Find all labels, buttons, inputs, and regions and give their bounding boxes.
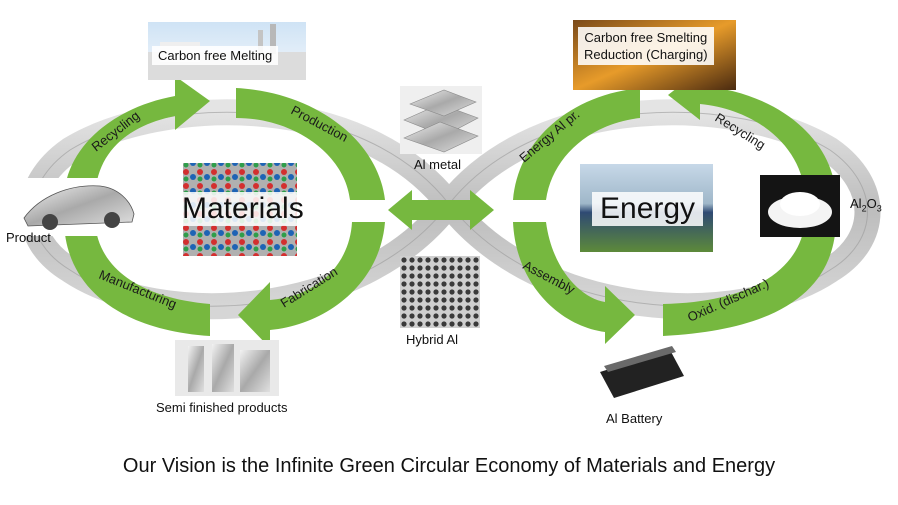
carbon-free-melting-banner: Carbon free Melting <box>152 46 279 65</box>
arrow-recycling-right <box>668 70 836 200</box>
al-metal-label: Al metal <box>414 157 461 172</box>
al2o3-sub-1: 2 <box>861 203 867 214</box>
smelting-line-2: Reduction (Charging) <box>584 47 708 62</box>
al2o3-sub-2: 3 <box>876 203 882 214</box>
arrow-fabrication <box>238 222 385 348</box>
car-photo <box>18 178 138 236</box>
arrow-oxid <box>663 222 836 336</box>
al-ingots-photo <box>400 86 482 154</box>
al2o3-photo <box>760 175 840 237</box>
product-label: Product <box>6 230 51 245</box>
arrow-manufacturing <box>64 222 210 336</box>
semi-finished-label: Semi finished products <box>156 400 288 415</box>
arrow-energy-al-pr <box>513 88 640 200</box>
vision-caption: Our Vision is the Infinite Green Circula… <box>122 455 776 477</box>
arrow-production <box>236 88 385 200</box>
al2o3-base: Al <box>850 196 862 211</box>
energy-heading: Energy <box>592 192 704 226</box>
arrow-recycling-left <box>64 76 210 200</box>
center-double-arrow <box>388 190 494 230</box>
hybrid-al-label: Hybrid Al <box>406 332 459 347</box>
semi-finished-photo <box>175 340 279 396</box>
al2o3-label: Al2O3 <box>850 196 882 214</box>
carbon-free-smelting-banner: Carbon free Smelting Reduction (Charging… <box>578 27 714 65</box>
materials-heading: Materials <box>174 192 312 226</box>
hybrid-al-photo <box>400 256 480 328</box>
al-battery-label: Al Battery <box>606 411 663 426</box>
arrow-assembly <box>513 222 635 344</box>
al2o3-mid: O <box>866 196 877 211</box>
battery-photo <box>598 344 684 406</box>
smelting-line-1: Carbon free Smelting <box>584 30 708 45</box>
